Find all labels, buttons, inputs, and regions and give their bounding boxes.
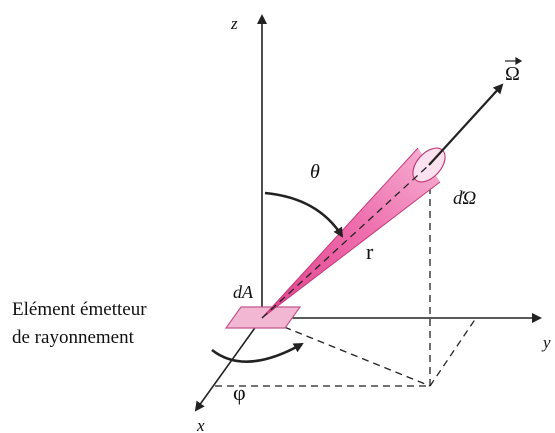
caption-line-2: de rayonnement: [12, 327, 134, 348]
phi-arc: [211, 342, 304, 363]
omega-direction-arrow: [428, 83, 504, 166]
x-axis: [194, 317, 263, 412]
theta-label: θ: [310, 161, 320, 183]
x-axis-label: x: [196, 416, 205, 433]
omega-vector-overarrow: [505, 56, 523, 66]
dA-label: dA: [233, 282, 254, 302]
omega-vector-label: Ω: [505, 63, 520, 85]
z-axis-label: z: [230, 14, 238, 33]
y-axis-label: y: [541, 333, 551, 352]
cone-axis-dashed: [261, 164, 430, 319]
theta-arc: [264, 191, 344, 238]
phi-label: φ: [233, 380, 246, 405]
projection-lines: [215, 178, 477, 387]
emitter-caption: Elément émetteur de rayonnement: [12, 296, 147, 352]
caption-line-1: Elément émetteur: [12, 299, 147, 320]
d-omega-label: dΏ: [453, 188, 477, 209]
r-label: r: [366, 239, 374, 264]
